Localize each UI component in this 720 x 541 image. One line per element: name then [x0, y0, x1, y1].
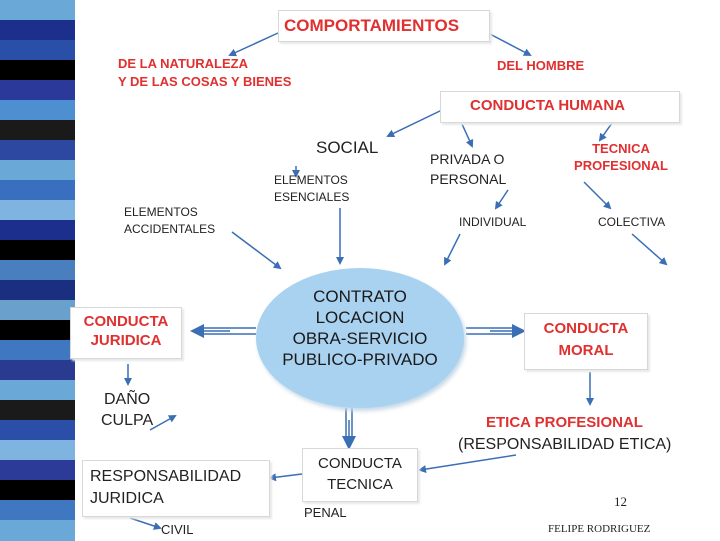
arrow-tecnica-to-colectiva [584, 182, 610, 208]
contrato-line2: LOCACION [256, 307, 464, 328]
arrow-tecnica-to-responsabilidad [270, 474, 302, 478]
responsabilidad-line1: RESPONSABILIDAD [90, 468, 241, 486]
elementos-accidentales-line1: ELEMENTOS [124, 205, 198, 219]
hombre-label: DEL HOMBRE [497, 58, 584, 73]
contrato-line1: CONTRATO [256, 286, 464, 307]
arrow-privada-to-individual [496, 190, 508, 208]
conducta-tecnica-line1: CONDUCTA [302, 455, 418, 472]
privada-label-line1: PRIVADA O [430, 151, 504, 167]
elementos-esenciales-line2: ESENCIALES [274, 190, 349, 204]
arrow-to-hombre [488, 33, 530, 55]
arrow-dano-to-responsabilidad [150, 416, 175, 430]
etica-profesional-label: ETICA PROFESIONAL [486, 414, 643, 431]
double-arrow-to-tecnica [346, 408, 352, 446]
arrow-to-civil [130, 518, 160, 528]
tecnica-profesional-line2: PROFESIONAL [560, 158, 682, 173]
tecnica-profesional-line1: TECNICA [560, 141, 682, 156]
double-arrow-to-juridica [194, 328, 256, 334]
author-label: FELIPE RODRIGUEZ [548, 523, 650, 535]
social-label: SOCIAL [316, 138, 378, 158]
contrato-line3: OBRA-SERVICIO [256, 328, 464, 349]
arrow-to-tecnica-profesional [600, 123, 612, 140]
naturaleza-label-line1: DE LA NATURALEZA [118, 56, 248, 71]
culpa-label: CULPA [101, 412, 153, 430]
penal-label: PENAL [304, 505, 347, 520]
elementos-accidentales-line2: ACCIDENTALES [124, 222, 215, 236]
arrow-to-social [388, 110, 442, 136]
conducta-moral-line1: CONDUCTA [524, 320, 648, 337]
arrow-to-naturaleza [230, 33, 278, 55]
conducta-tecnica-line2: TECNICA [302, 476, 418, 493]
arrow-individual-to-contrato [445, 234, 460, 264]
dano-label: DAÑO [104, 391, 150, 409]
civil-label: CIVIL [161, 522, 194, 537]
arrow-to-privada [462, 124, 472, 146]
contrato-line4: PUBLICO-PRIVADO [256, 349, 464, 370]
privada-label-line2: PERSONAL [430, 171, 506, 187]
arrow-accidentales-to-contrato [232, 232, 280, 268]
arrow-colectiva-to-contrato [632, 234, 666, 264]
naturaleza-label-line2: Y DE LAS COSAS Y BIENES [118, 74, 291, 89]
responsabilidad-etica-label: (RESPONSABILIDAD ETICA) [458, 436, 671, 454]
conducta-humana-label: CONDUCTA HUMANA [470, 97, 625, 114]
elementos-esenciales-line1: ELEMENTOS [274, 173, 348, 187]
conducta-juridica-line1: CONDUCTA [70, 313, 182, 330]
page-number: 12 [614, 494, 627, 510]
arrow-etica-to-tecnica [420, 455, 516, 470]
colectiva-label: COLECTIVA [598, 215, 665, 229]
individual-label: INDIVIDUAL [459, 215, 526, 229]
responsabilidad-line2: JURIDICA [90, 490, 164, 508]
conducta-moral-line2: MORAL [524, 342, 648, 359]
double-arrow-to-moral [466, 328, 522, 334]
contrato-text: CONTRATO LOCACION OBRA-SERVICIO PUBLICO-… [256, 286, 464, 370]
conducta-juridica-line2: JURIDICA [70, 332, 182, 349]
page-title: COMPORTAMIENTOS [284, 16, 459, 36]
